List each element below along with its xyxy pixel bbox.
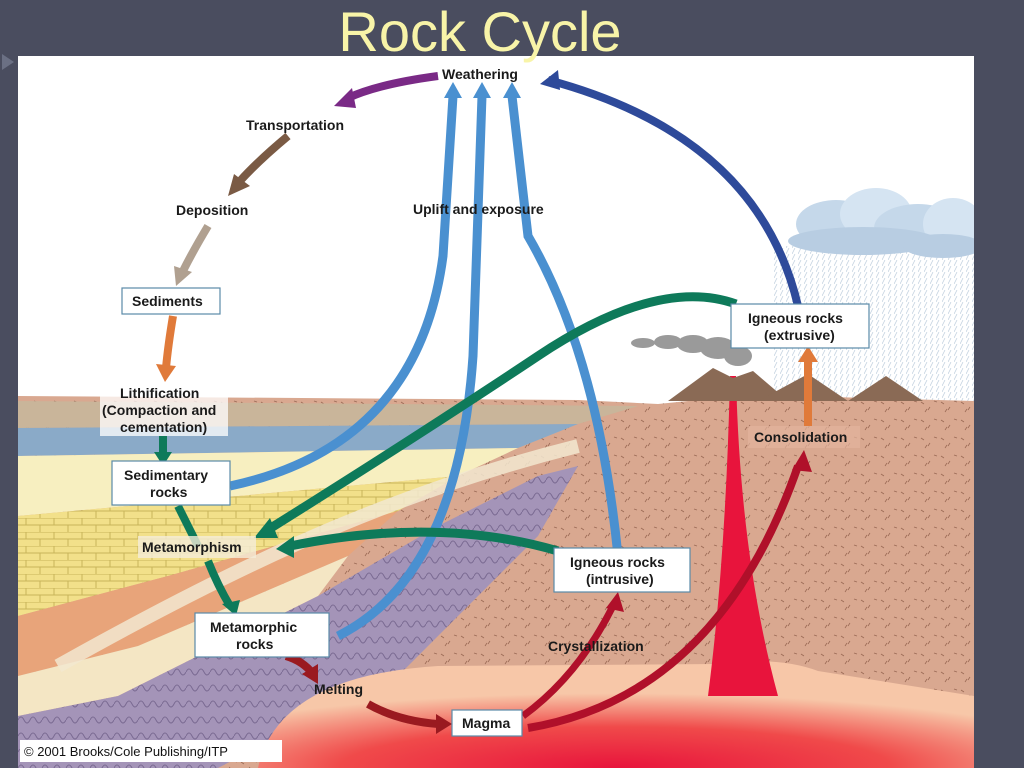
consolidation-arrowhead-red xyxy=(792,450,812,472)
transport-arrowhead-purple xyxy=(334,88,356,108)
metamorphic-arrowhead-green xyxy=(222,600,240,616)
box-sedimentary-rocks: Sedimentary rocks xyxy=(111,460,231,506)
label-sediments: Sediments xyxy=(132,293,203,309)
label-lithification: Lithification xyxy=(120,385,199,401)
label-metamorphism: Metamorphism xyxy=(142,539,242,555)
copyright-group: © 2001 Brooks/Cole Publishing/ITP xyxy=(20,740,282,762)
label-igneous-intrusive: Igneous rocks xyxy=(570,554,665,570)
label-metamorphic: Metamorphic xyxy=(210,619,297,635)
box-igneous-extrusive: Igneous rocks (extrusive) xyxy=(730,303,870,349)
box-magma: Magma xyxy=(451,709,523,737)
label-igneous-extrusive: Igneous rocks xyxy=(748,310,843,326)
melting-arrowhead-red xyxy=(302,664,318,684)
magma-conduit xyxy=(708,376,778,696)
label-extrusive: (extrusive) xyxy=(764,327,835,343)
smoke-plume xyxy=(631,335,752,366)
label-transportation: Transportation xyxy=(246,117,344,133)
deposition-arrow-brown xyxy=(237,132,291,184)
label-melting: Melting xyxy=(314,681,363,697)
slide-title: Rock Cycle xyxy=(338,0,622,63)
label-weathering: Weathering xyxy=(442,66,518,82)
label-cementation: cementation) xyxy=(120,419,207,435)
lithification-label-group: Lithification (Compaction and cementatio… xyxy=(100,384,228,436)
metamorphism-arrowhead-intrusive xyxy=(276,536,294,558)
box-sediments: Sediments xyxy=(121,287,221,315)
volcanoes xyxy=(668,368,923,401)
sedimentary-arrowhead-green xyxy=(154,452,172,466)
box-metamorphic-rocks: Metamorphic rocks xyxy=(194,612,330,658)
extrusive-arrowhead-orange xyxy=(798,346,818,362)
lithification-arrow-orange xyxy=(162,315,177,369)
label-sedimentary-rocks: rocks xyxy=(150,484,188,500)
label-deposition: Deposition xyxy=(176,202,248,218)
weathering-arrow-extrusive xyxy=(546,76,802,307)
label-compaction: (Compaction and xyxy=(102,402,216,418)
metamorphism-arrow-from-intrusive xyxy=(289,527,560,556)
metamorphism-label-group: Metamorphism xyxy=(138,536,256,558)
label-intrusive: (intrusive) xyxy=(586,571,654,587)
metamorphism-arrow-from-extrusive xyxy=(263,292,738,535)
slide-bullet-icon xyxy=(2,54,14,70)
magma-chamber xyxy=(258,661,974,768)
metamorphic-band xyxy=(54,439,580,673)
label-consolidation: Consolidation xyxy=(754,429,847,445)
box-igneous-intrusive: Igneous rocks (intrusive) xyxy=(553,547,691,593)
label-magma: Magma xyxy=(462,715,510,731)
label-sedimentary: Sedimentary xyxy=(124,467,208,483)
rock-cycle-diagram: Weathering Transportation Deposition Upl… xyxy=(18,56,974,768)
sediments-arrowhead-tan xyxy=(174,266,192,286)
crystallization-arrowhead-red xyxy=(606,592,624,612)
copyright-text: © 2001 Brooks/Cole Publishing/ITP xyxy=(24,744,228,759)
metamorphism-arrowhead-extrusive xyxy=(254,518,278,538)
consolidation-label-group: Consolidation xyxy=(748,426,860,448)
crystallization-arrow-red xyxy=(520,604,617,719)
label-crystallization: Crystallization xyxy=(548,638,644,654)
weathering-arrowhead-extrusive xyxy=(540,70,560,90)
lithification-arrowhead-orange xyxy=(156,364,176,382)
deposition-arrowhead-brown xyxy=(228,174,250,196)
transport-arrow-purple xyxy=(346,72,439,102)
label-metamorphic-rocks: rocks xyxy=(236,636,274,652)
consolidation-arrow-red xyxy=(527,464,802,732)
magma-arrow-red xyxy=(366,700,439,728)
uplift-arrowheads xyxy=(444,82,521,98)
sediments-arrow-tan xyxy=(179,223,212,273)
magma-arrowhead-red xyxy=(436,714,452,734)
label-uplift: Uplift and exposure xyxy=(413,201,544,217)
